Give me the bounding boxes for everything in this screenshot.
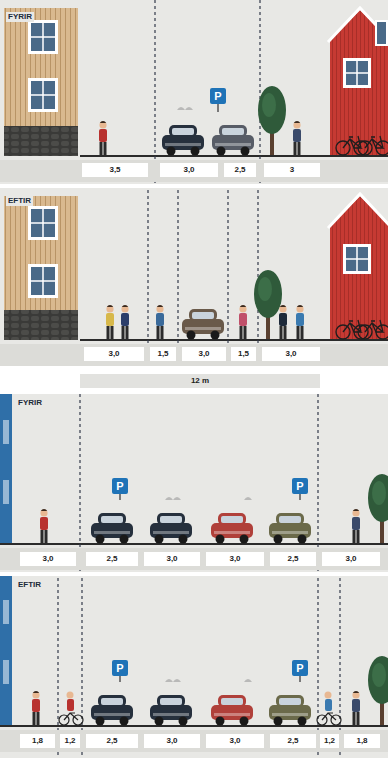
total-width-bar: 12 m [80, 374, 320, 388]
parking-letter: P [116, 481, 123, 492]
dimension-box: 2,5 [270, 552, 316, 566]
parking-sign: P [112, 478, 128, 494]
dimension-value: 1,2 [64, 737, 75, 745]
dimension-value: 1,8 [32, 737, 43, 745]
panel-heading: EFTIR [16, 580, 43, 590]
dimension-value: 3,0 [229, 737, 240, 745]
dimension-box: 3,0 [322, 552, 380, 566]
panel-after-narrow [0, 188, 388, 366]
dimension-value: 1,2 [324, 737, 335, 745]
panel-heading: FYRIR [16, 398, 44, 408]
panel-before-wide [0, 394, 388, 572]
parking-letter: P [116, 663, 123, 674]
dimension-box: 3,0 [262, 347, 320, 361]
dimension-box: 1,8 [344, 734, 380, 748]
parking-sign: P [292, 478, 308, 494]
dimension-box: 3,0 [182, 347, 226, 361]
dimension-box: 2,5 [86, 734, 138, 748]
dimension-value: 12 m [191, 377, 209, 385]
dimension-box: 3 [264, 163, 320, 177]
parking-sign: P [112, 660, 128, 676]
dimension-box: 3,0 [160, 163, 218, 177]
panel-heading: EFTIR [6, 196, 33, 206]
sign-posts [120, 104, 300, 682]
dimension-box: 2,5 [224, 163, 256, 177]
dimension-value: 3,0 [166, 737, 177, 745]
parking-letter: P [296, 663, 303, 674]
parking-letter: P [296, 481, 303, 492]
dimension-value: 2,5 [234, 166, 245, 174]
dimension-value: 3,0 [285, 350, 296, 358]
dimension-box: 3,0 [144, 552, 200, 566]
dimension-value: 1,8 [356, 737, 367, 745]
panel-heading: FYRIR [6, 12, 34, 22]
dimension-value: 3,0 [345, 555, 356, 563]
parking-letter: P [214, 91, 221, 102]
dimension-value: 3,0 [229, 555, 240, 563]
dimension-value: 2,5 [106, 555, 117, 563]
dimension-box: 2,5 [86, 552, 138, 566]
dimension-box: 1,5 [231, 347, 256, 361]
dimension-value: 1,5 [238, 350, 249, 358]
dimension-value: 3,0 [183, 166, 194, 174]
dimension-value: 3,5 [109, 166, 120, 174]
dimension-value: 3,0 [108, 350, 119, 358]
dimension-box: 1,2 [60, 734, 80, 748]
dimension-box: 3,0 [84, 347, 144, 361]
dimension-box: 3,0 [206, 734, 264, 748]
dimension-box: 1,5 [150, 347, 176, 361]
dimension-box: 3,0 [144, 734, 200, 748]
dimension-value: 3 [290, 166, 294, 174]
dimension-box: 1,2 [320, 734, 339, 748]
parking-sign: P [210, 88, 226, 104]
dimension-value: 3,0 [166, 555, 177, 563]
dimension-value: 2,5 [287, 737, 298, 745]
dimension-box: 3,0 [206, 552, 264, 566]
dimension-box: 1,8 [20, 734, 55, 748]
dimension-box: 3,5 [82, 163, 148, 177]
dimension-box: 2,5 [270, 734, 316, 748]
panel-before-narrow [0, 0, 388, 184]
dimension-value: 1,5 [157, 350, 168, 358]
dimension-value: 3,0 [42, 555, 53, 563]
dimension-box: 3,0 [20, 552, 76, 566]
dimension-value: 3,0 [198, 350, 209, 358]
panel-after-wide [0, 576, 388, 758]
parking-sign: P [292, 660, 308, 676]
dimension-value: 2,5 [106, 737, 117, 745]
dimension-value: 2,5 [287, 555, 298, 563]
